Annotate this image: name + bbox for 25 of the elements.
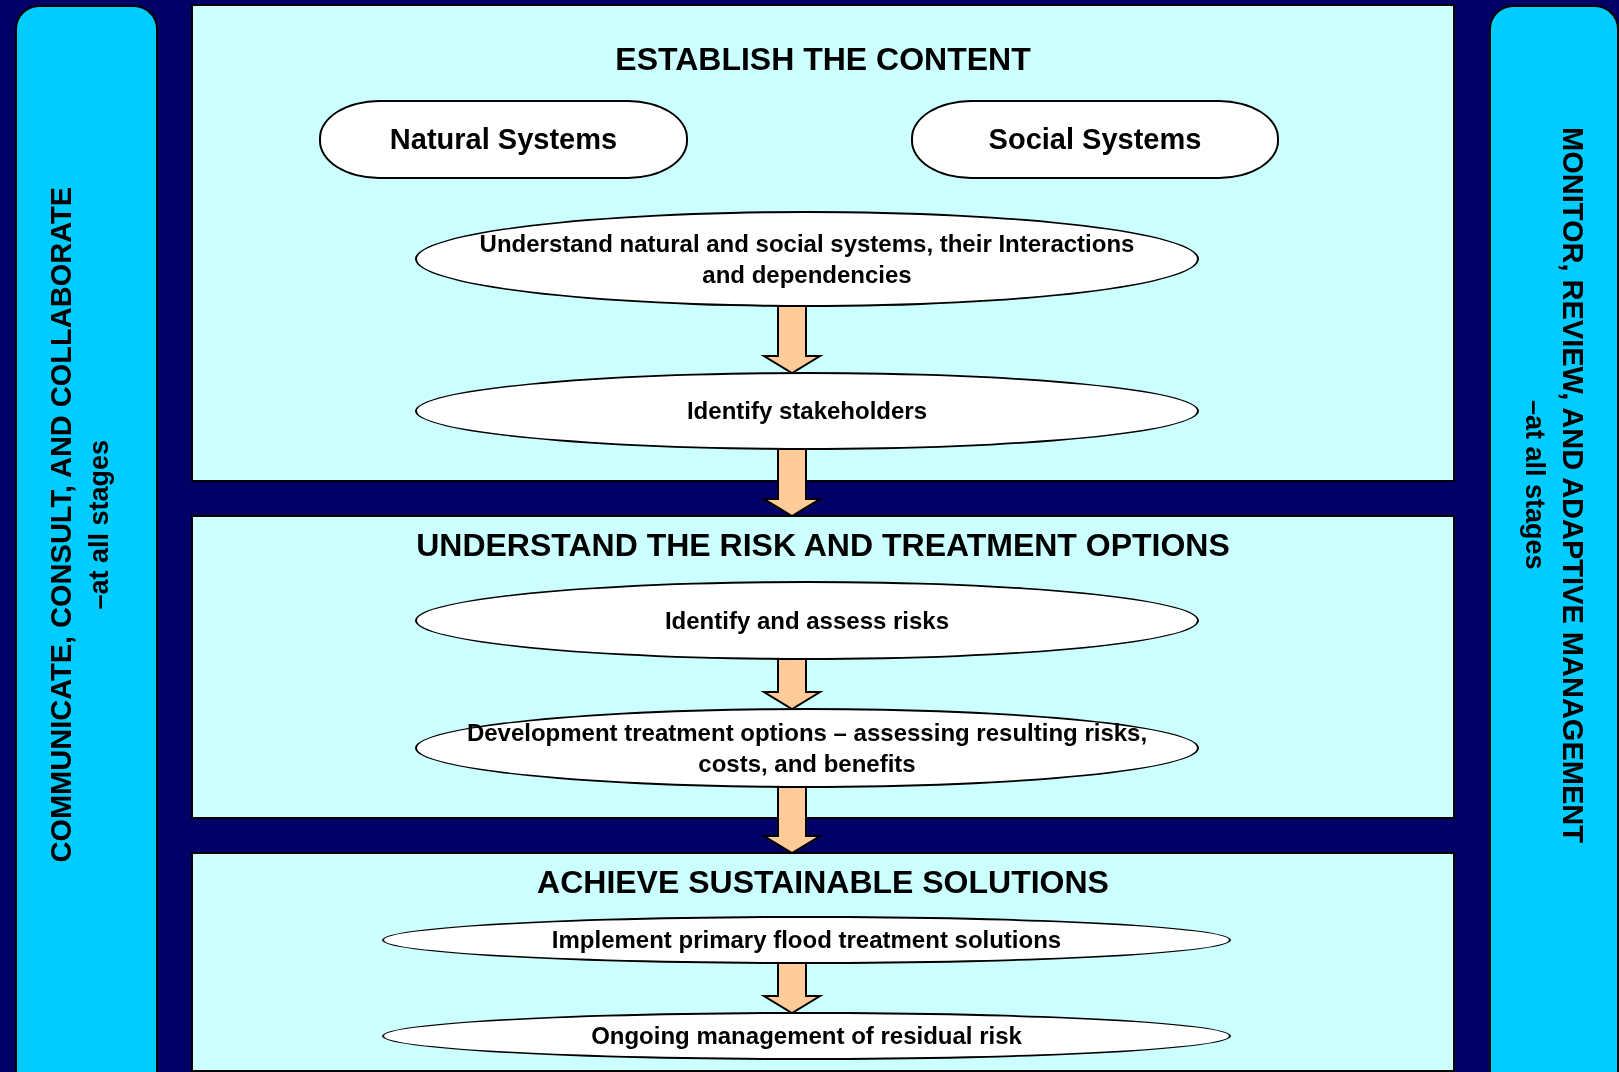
step-text: Identify stakeholders: [685, 396, 929, 427]
block-arrow: [760, 448, 824, 518]
step-text: Understand natural and social systems, their Interactions and dependencies: [478, 228, 1136, 290]
side-banner: [1489, 5, 1619, 1072]
stage-panel: [191, 4, 1455, 482]
block-arrow: [760, 658, 824, 711]
block-arrow: [760, 962, 824, 1015]
step-text: Social Systems: [987, 121, 1203, 157]
stage-heading: UNDERSTAND THE RISK AND TREATMENT OPTIONS: [415, 527, 1231, 564]
banner-title: COMMUNICATE, CONSULT, AND COLLABORATE: [44, 186, 78, 863]
stage-heading: ACHIEVE SUSTAINABLE SOLUTIONS: [536, 864, 1110, 901]
step-text: Implement primary flood treatment solutions: [550, 925, 1063, 956]
block-arrow: [760, 786, 824, 855]
block-arrow: [760, 305, 824, 375]
banner-subtitle: –at all stages: [83, 439, 115, 610]
step-text: Ongoing management of residual risk: [590, 1021, 1023, 1052]
step-text: Identify and assess risks: [663, 605, 951, 636]
stage-heading: ESTABLISH THE CONTENT: [614, 41, 1032, 78]
banner-title: MONITOR, REVIEW, AND ADAPTIVE MANAGEMENT: [1556, 126, 1589, 843]
stage-panel: [191, 515, 1455, 819]
side-banner: [15, 5, 158, 1072]
step-text: Natural Systems: [388, 121, 619, 157]
stage-panel: [191, 852, 1455, 1072]
banner-subtitle: –at all stages: [1519, 399, 1550, 570]
step-text: Development treatment options – assessing resulting risks, costs, and benefits: [465, 717, 1149, 779]
